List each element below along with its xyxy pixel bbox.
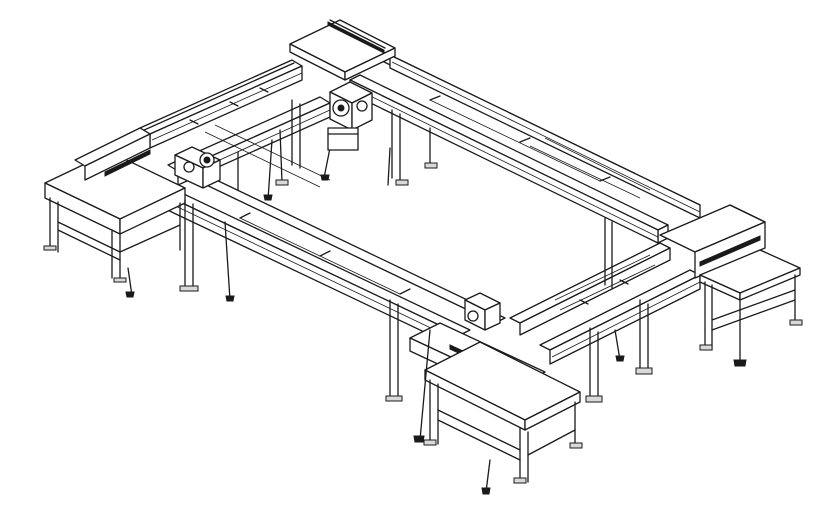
cross-ties	[204, 124, 656, 311]
front-right-rail	[509, 242, 701, 365]
top-station	[289, 19, 438, 186]
bottom-station	[409, 322, 583, 495]
top-motor	[327, 81, 373, 151]
front-left-rail	[137, 164, 506, 350]
left-motor	[174, 146, 221, 189]
bottom-motor	[464, 292, 501, 331]
left-station	[43, 127, 186, 298]
right-station	[659, 204, 803, 367]
back-right-rail	[349, 54, 701, 244]
support-legs	[179, 129, 653, 443]
